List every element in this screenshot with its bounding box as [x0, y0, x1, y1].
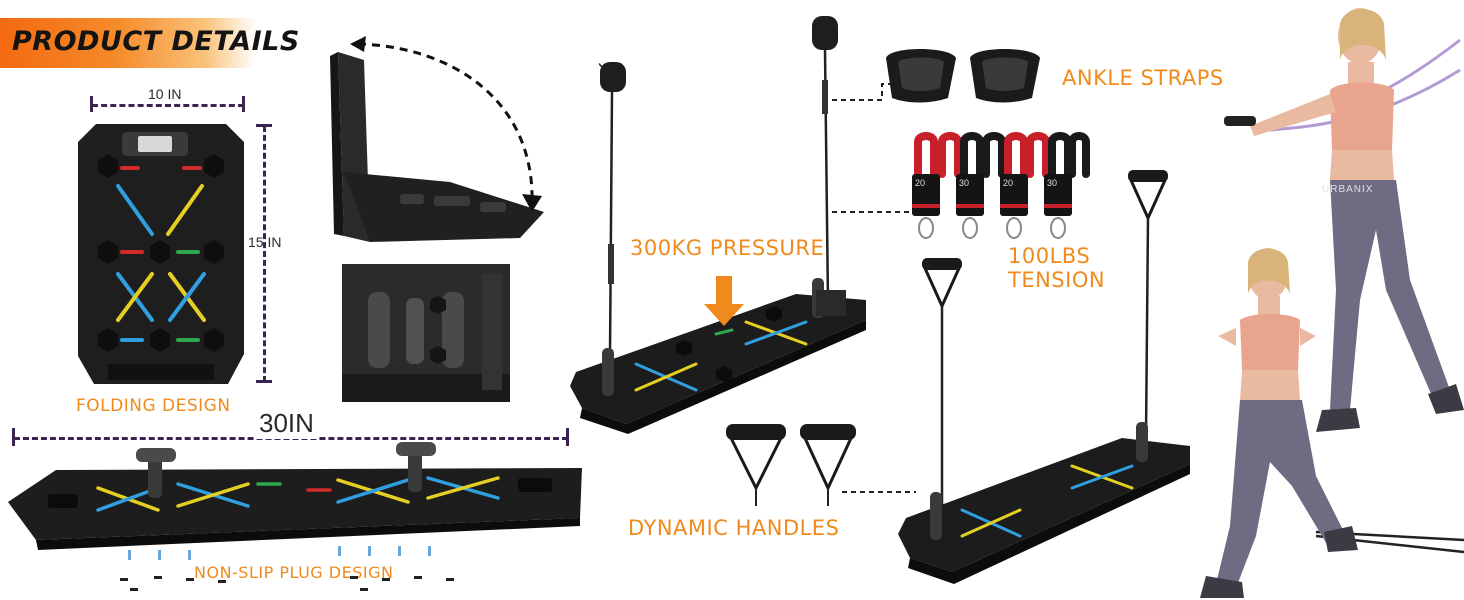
length-dimension-label: 30IN: [255, 408, 318, 439]
non-slip-plug-icons: [120, 576, 454, 591]
assembled-board-image: [570, 16, 866, 434]
length-dim-tick-left: [12, 428, 15, 446]
tension-label-line2: TENSION: [1008, 268, 1106, 292]
height-dimension-label: 15 IN: [248, 234, 282, 250]
length-dim-tick-right: [566, 428, 569, 446]
ankle-straps-image: [886, 49, 1040, 103]
athlete-brand-label: URBANIX: [1322, 184, 1374, 195]
folded-board-image: [78, 124, 244, 384]
width-dim-tick-left: [90, 96, 93, 112]
unfolding-board-image: [330, 52, 544, 242]
dynamic-handles-image: [726, 424, 856, 506]
banner-title: PRODUCT DETAILS: [12, 26, 300, 57]
unfold-arrow-icon: [350, 36, 542, 212]
interior-closeup-photo: [342, 264, 510, 402]
resistance-bands-image: [912, 132, 1090, 239]
pressure-label: 300KG PRESSURE: [630, 236, 825, 260]
band-label-4: 30: [1047, 178, 1058, 188]
band-label-2: 30: [959, 178, 970, 188]
width-dimension-label: 10 IN: [148, 86, 182, 102]
tension-label-line1: 100LBS: [1008, 244, 1091, 268]
dynamic-handles-label: DYNAMIC HANDLES: [628, 516, 840, 540]
unfolded-board-image: [8, 442, 582, 560]
ankle-straps-label: ANKLE STRAPS: [1062, 66, 1224, 90]
height-dim-tick-top: [256, 124, 272, 127]
folding-design-label: FOLDING DESIGN: [76, 396, 231, 416]
athlete-lunge-image: [1200, 248, 1464, 598]
height-dimension-line: [263, 126, 266, 382]
band-label-1: 20: [915, 178, 926, 188]
width-dim-tick-right: [242, 96, 245, 112]
board-with-handles-image: [898, 170, 1190, 584]
height-dim-tick-bottom: [256, 380, 272, 383]
banner-background: [0, 18, 256, 68]
band-label-3: 20: [1003, 178, 1014, 188]
width-dimension-line: [92, 104, 244, 107]
athlete-standing-image: [1224, 8, 1464, 432]
non-slip-plug-label: NON-SLIP PLUG DESIGN: [194, 563, 394, 582]
interior-closeup-detail: [342, 264, 510, 402]
